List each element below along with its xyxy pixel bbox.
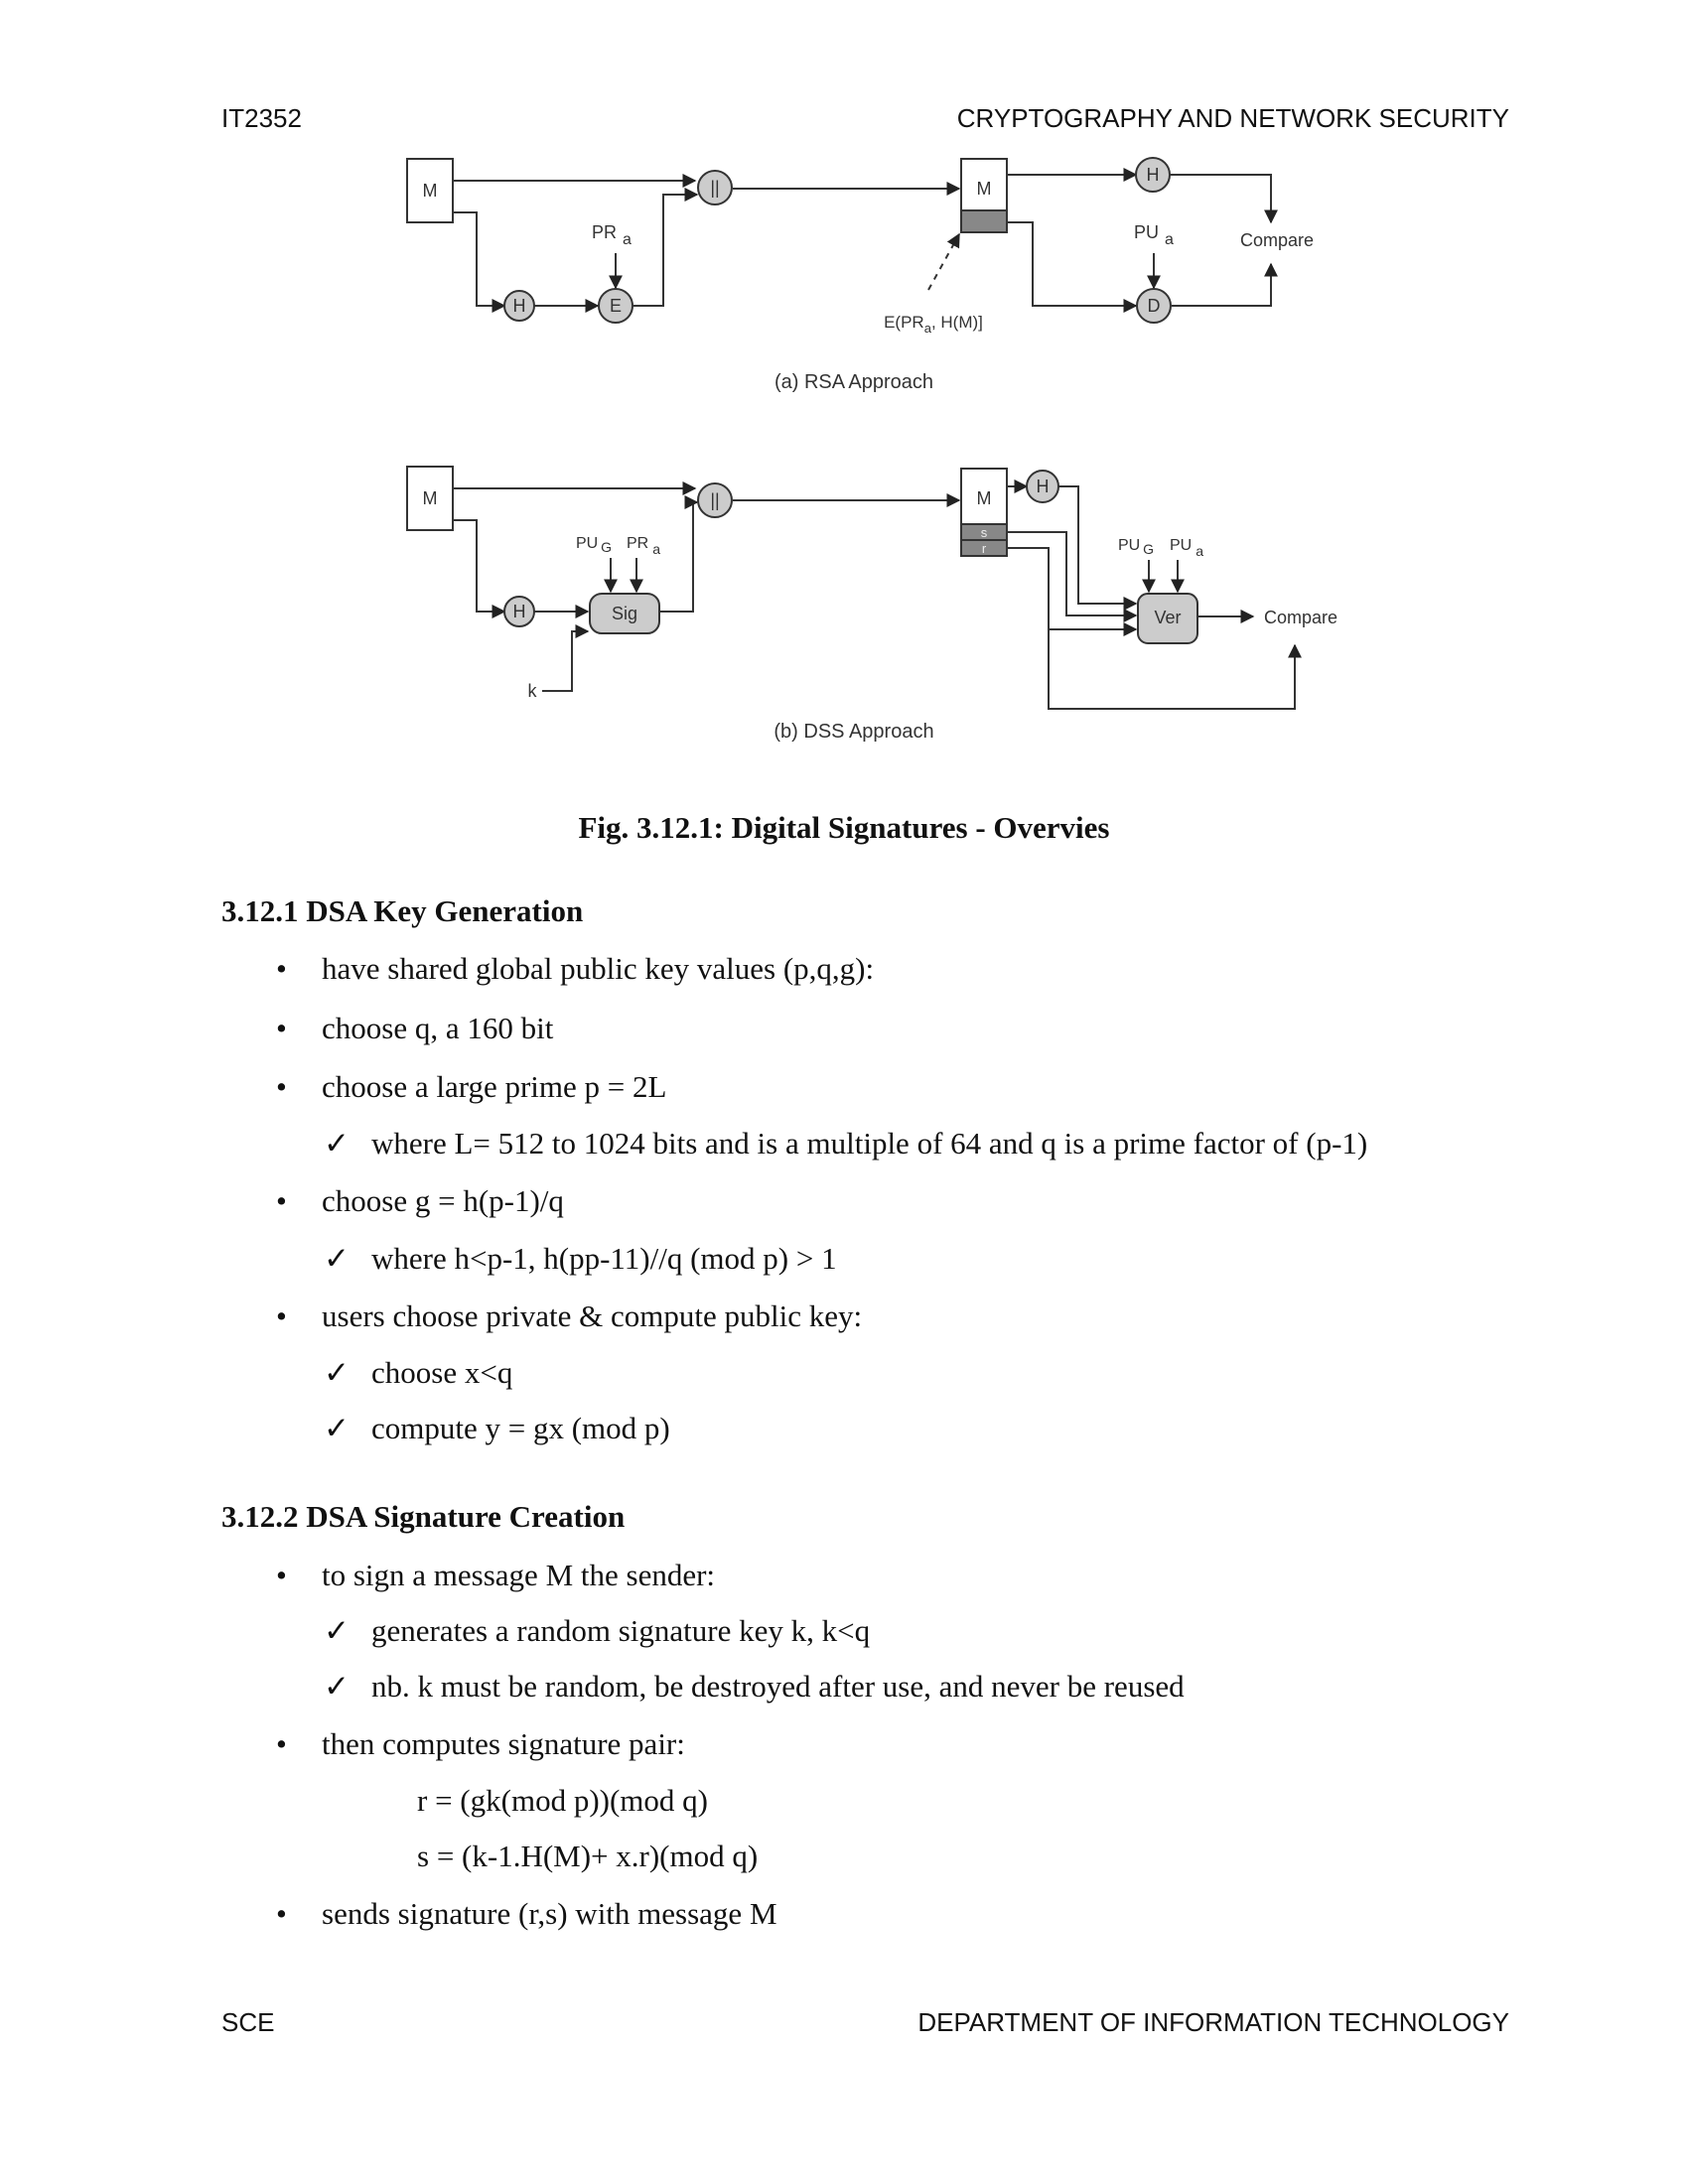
rsa-message-box — [406, 158, 454, 223]
dss-received-message-box — [960, 468, 1008, 525]
checkmark-icon: ✓ — [324, 1669, 350, 1704]
dss-concat-op — [697, 482, 733, 518]
header-course-code: IT2352 — [221, 103, 302, 133]
checkmark-icon: ✓ — [324, 1355, 350, 1390]
rsa-decrypt-op — [1136, 288, 1172, 324]
dss-m-sender-label: M — [423, 488, 438, 508]
bullet-icon: • — [276, 1298, 287, 1333]
checkmark-icon: ✓ — [324, 1613, 350, 1648]
bullet-icon: • — [276, 1726, 287, 1761]
bullet-icon: • — [276, 1558, 287, 1592]
section-title-key-generation: 3.12.1 DSA Key Generation — [221, 893, 584, 928]
rsa-m-receiver-label: M — [977, 179, 992, 199]
dss-recv-hash-label: H — [1037, 477, 1050, 496]
dss-m-receiver-label: M — [977, 488, 992, 508]
rsa-received-message-box — [960, 158, 1008, 211]
rsa-concat-label: || — [710, 178, 719, 198]
rsa-approach — [406, 157, 1278, 324]
footer-institution: SCE — [221, 2007, 275, 2037]
bullet-icon: • — [276, 951, 287, 986]
bullet-icon: • — [276, 1183, 287, 1218]
dss-approach — [406, 466, 1302, 710]
rsa-decrypt-label: D — [1148, 296, 1161, 316]
rsa-m-sender-label: M — [423, 181, 438, 201]
dss-ver-op — [1137, 593, 1198, 644]
bullet-icon: • — [276, 1069, 287, 1104]
dss-hash-op — [503, 596, 535, 627]
formula-s: s = (k-1.H(M)+ x.r)(mod q) — [417, 1839, 759, 1873]
dss-k-label: k — [528, 681, 538, 701]
dss-compare-label: Compare — [1264, 608, 1337, 627]
rsa-encrypt-label: E — [610, 296, 622, 316]
section-title-signature-creation: 3.12.2 DSA Signature Creation — [221, 1499, 626, 1534]
dss-concat-label: || — [710, 490, 719, 510]
checkmark-icon: ✓ — [324, 1411, 350, 1445]
rsa-concat-op — [697, 170, 733, 205]
rsa-compare-label: Compare — [1240, 230, 1314, 250]
rsa-signature-block — [960, 209, 1008, 233]
dss-sig-op — [589, 593, 660, 634]
bullet-icon: • — [276, 1011, 287, 1045]
rsa-recv-hash-label: H — [1147, 165, 1160, 185]
rsa-recv-hash-op — [1135, 157, 1171, 193]
checkmark-icon: ✓ — [324, 1126, 350, 1160]
header-course-title: CRYPTOGRAPHY AND NETWORK SECURITY — [956, 103, 1509, 133]
dss-ver-label: Ver — [1154, 608, 1181, 627]
rsa-caption: (a) RSA Approach — [774, 371, 933, 393]
footer-department: DEPARTMENT OF INFORMATION TECHNOLOGY — [917, 2007, 1509, 2037]
rsa-encrypt-op — [598, 288, 633, 324]
checkmark-icon: ✓ — [324, 1241, 350, 1276]
rsa-sig-label: E(PRa, H(M)] — [884, 313, 983, 336]
dss-recv-hash-op — [1026, 470, 1059, 503]
dss-r-label: r — [982, 541, 987, 556]
dss-caption: (b) DSS Approach — [774, 721, 933, 743]
dss-message-box — [406, 466, 454, 531]
bullet-icon: • — [276, 1896, 287, 1931]
figure-caption: Fig. 3.12.1: Digital Signatures - Overvi… — [578, 810, 1110, 845]
dss-s-label: s — [981, 525, 988, 540]
dss-sig-label: Sig — [612, 604, 637, 623]
rsa-hash-label: H — [513, 296, 526, 316]
formula-r: r = (gk(mod p))(mod q) — [417, 1783, 708, 1818]
rsa-hash-op — [503, 290, 535, 322]
dss-hash-label: H — [513, 602, 526, 621]
